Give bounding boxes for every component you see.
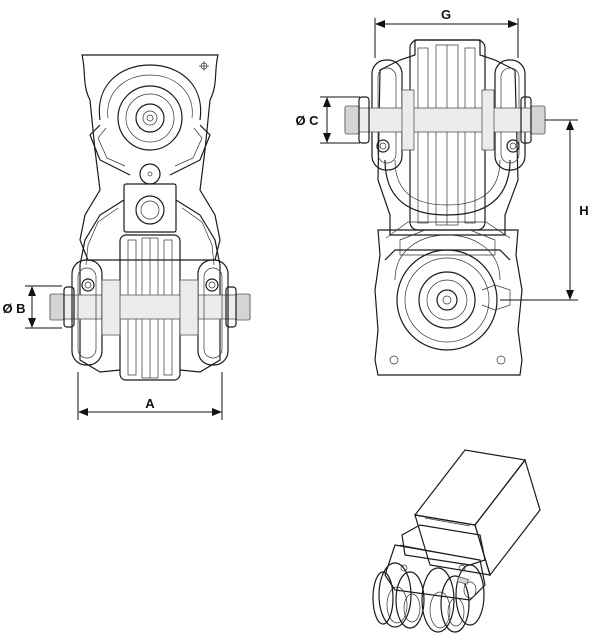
dimension-g-label: G [441, 7, 451, 22]
dimension-c: Ø C [295, 96, 360, 144]
front-view [49, 54, 251, 381]
dimension-c-label: Ø C [295, 113, 319, 128]
dimension-g: G [374, 7, 519, 58]
dimension-b-label: Ø B [2, 301, 25, 316]
side-view [344, 39, 546, 376]
dimension-h-label: H [579, 203, 588, 218]
dimension-h: H [500, 119, 589, 301]
dimension-a: A [77, 372, 223, 420]
dimension-a-label: A [145, 396, 155, 411]
isometric-view [372, 449, 541, 633]
dimension-b: Ø B [2, 285, 62, 329]
